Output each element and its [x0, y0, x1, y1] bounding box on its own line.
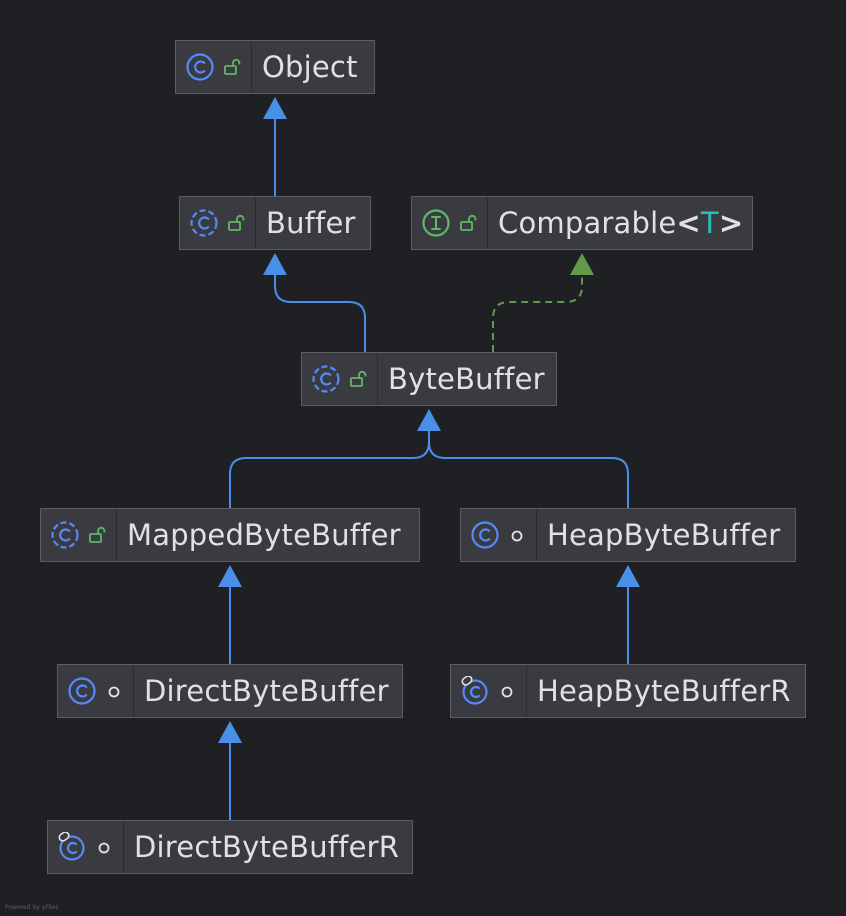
node-buffer[interactable]: Buffer: [179, 196, 371, 250]
node-object[interactable]: Object: [175, 40, 375, 94]
node-directbytebufferr[interactable]: DirectByteBufferR: [47, 820, 413, 874]
edge-mapped-and-heap-extends-bytebuffer: [229, 409, 629, 508]
yfiles-credit: Powered by yFiles: [5, 904, 59, 911]
package-private-visibility-icon: [103, 680, 125, 702]
node-bytebuffer[interactable]: ByteBuffer: [301, 352, 557, 406]
node-icons: [451, 665, 527, 717]
generic-close: >: [718, 206, 744, 240]
public-visibility-icon: [86, 524, 108, 546]
edge-buffer-extends-object: [263, 97, 287, 196]
generic-open: <: [676, 206, 701, 240]
abstract-class-icon: [189, 208, 219, 238]
edge-directbytebufferr-extends-directbytebuffer: [218, 721, 242, 820]
node-mappedbytebuffer[interactable]: MappedByteBuffer: [40, 508, 420, 562]
node-label: MappedByteBuffer: [127, 518, 401, 552]
node-label: HeapByteBufferR: [537, 674, 791, 708]
node-label: DirectByteBufferR: [134, 830, 400, 864]
node-icons: [412, 197, 488, 249]
interface-icon: [421, 208, 451, 238]
node-label: ByteBuffer: [388, 362, 545, 396]
class-icon: [185, 52, 215, 82]
node-icons: [58, 665, 134, 717]
node-label: Comparable<T>: [488, 206, 743, 240]
edge-heapbytebufferr-extends-heapbytebuffer: [616, 565, 640, 664]
package-private-visibility-icon: [506, 524, 528, 546]
node-comparable[interactable]: Comparable<T>: [411, 196, 753, 250]
public-visibility-icon: [347, 368, 369, 390]
class-icon: [470, 520, 500, 550]
node-icons: [48, 821, 124, 873]
node-directbytebuffer[interactable]: DirectByteBuffer: [57, 664, 403, 718]
edge-bytebuffer-implements-comparable: [492, 253, 594, 352]
node-icons: [461, 509, 537, 561]
node-icons: [180, 197, 256, 249]
abstract-class-icon: [50, 520, 80, 550]
abstract-class-icon: [311, 364, 341, 394]
class-name: Comparable: [498, 206, 677, 240]
node-icons: [302, 353, 378, 405]
node-heapbytebuffer[interactable]: HeapByteBuffer: [460, 508, 796, 562]
public-visibility-icon: [457, 212, 479, 234]
class-icon: [67, 676, 97, 706]
public-visibility-icon: [225, 212, 247, 234]
final-class-icon: [57, 831, 87, 862]
node-icons: [176, 41, 252, 93]
edge-bytebuffer-extends-buffer: [263, 253, 366, 352]
node-label: Buffer: [266, 206, 356, 240]
final-class-icon: [460, 675, 490, 706]
node-label: Object: [262, 50, 358, 84]
node-heapbytebufferr[interactable]: HeapByteBufferR: [450, 664, 806, 718]
generic-type-param: T: [700, 206, 719, 240]
package-private-visibility-icon: [496, 680, 518, 702]
node-icons: [41, 509, 117, 561]
node-label: HeapByteBuffer: [547, 518, 781, 552]
node-label: DirectByteBuffer: [144, 674, 389, 708]
edge-directbytebuffer-extends-mappedbytebuffer: [218, 565, 242, 664]
package-private-visibility-icon: [93, 836, 115, 858]
public-visibility-icon: [221, 56, 243, 78]
